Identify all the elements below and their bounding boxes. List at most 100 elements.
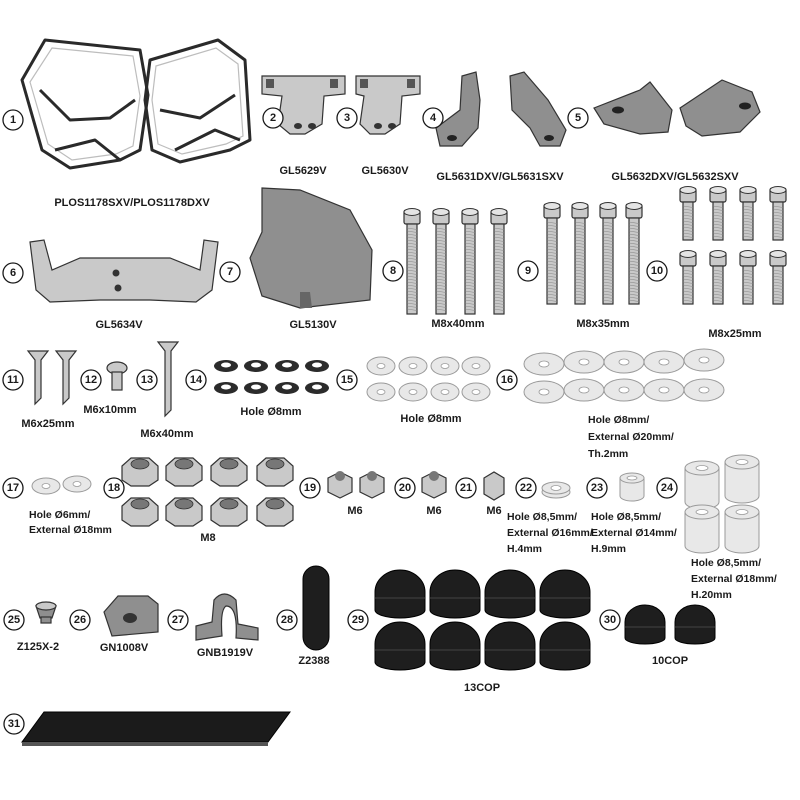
part-16-spec-line3: Th.2mm [588,448,628,460]
svg-text:3: 3 [344,112,350,124]
bolt-m8x25 [769,186,787,241]
flat-washer-group-8mm [366,356,491,402]
part-29: 29 13COP [347,569,591,694]
callout-19: 19 [299,477,321,499]
part-9-spec: M8x35mm [576,318,629,330]
svg-text:1: 1 [10,114,16,126]
part-24-spec-line2: External Ø18mm/ [691,573,777,585]
lock-washer [214,360,238,372]
nut-m8 [121,497,159,527]
callout-13: 13 [136,369,158,391]
callout-6: 6 [2,262,24,284]
flat-washer [430,356,460,376]
part-26: 26 GN1008V [69,595,159,654]
bolt-m8x40 [461,208,479,315]
part-24-spec-line1: Hole Ø8,5mm/ [691,557,761,569]
callout-31: 31 [3,713,25,735]
part-21-spec: M6 [486,505,501,517]
part-16: 16 Hole Ø8mm/ External Ø20mm/ Th.2mm [496,348,725,460]
svg-text:11: 11 [7,374,19,386]
nut-m8 [165,497,203,527]
cap-group-13 [374,569,591,671]
bolt-m8x35 [571,202,589,305]
nut-m8 [210,457,248,487]
bolt-m8x35 [599,202,617,305]
svg-text:26: 26 [74,614,86,626]
part-18: 18 M8 [103,457,294,544]
nut-m6-tall [483,471,505,501]
svg-text:21: 21 [460,482,472,494]
part-4: 4 GL5631DXV/GL5631SXV [422,71,567,183]
part-15-spec: Hole Ø8mm [400,413,461,425]
svg-text:31: 31 [8,718,20,730]
svg-text:19: 19 [304,482,316,494]
large-washer [563,378,605,402]
part-8-spec: M8x40mm [431,318,484,330]
svg-text:20: 20 [399,482,411,494]
large-washer [683,378,725,402]
part-13-spec: M6x40mm [140,428,193,440]
svg-text:29: 29 [352,614,364,626]
svg-text:4: 4 [430,112,437,124]
part-22-spec-line2: External Ø16mm/ [507,527,593,539]
part-13: 13 M6x40mm [136,341,194,440]
lock-washer [244,382,268,394]
bolt-m8x40 [490,208,508,315]
svg-text:16: 16 [501,374,513,386]
nut-m8 [210,497,248,527]
part-27-code: GNB1919V [197,647,254,659]
callout-25: 25 [3,609,25,631]
part-31: 31 [3,711,291,746]
part-10-spec: M8x25mm [708,328,761,340]
lock-washer [275,360,299,372]
large-washer [643,378,685,402]
callout-8: 8 [382,260,404,282]
svg-text:13: 13 [141,374,153,386]
callout-21: 21 [455,477,477,499]
svg-text:24: 24 [661,482,674,494]
svg-text:17: 17 [7,482,19,494]
part-10: 10 M8x25mm [646,186,787,340]
part-15: 15 Hole Ø8mm [336,356,491,425]
svg-text:10: 10 [651,265,663,277]
part-7: 7 GL5130V [219,187,373,331]
callout-30: 30 [599,609,621,631]
nut-group-m8 [121,457,294,527]
part-22: 22 Hole Ø8,5mm/ External Ø16mm/ H.4mm [507,477,593,555]
part-26-code: GN1008V [100,642,149,654]
large-washer [563,350,605,374]
cap-13 [539,569,591,619]
lock-washer [305,382,329,394]
part-23-spec-line3: H.9mm [591,543,626,555]
svg-text:12: 12 [85,374,97,386]
callout-11: 11 [2,369,24,391]
flat-washer [430,382,460,402]
tall-spacer [684,504,720,554]
svg-text:18: 18 [108,482,120,494]
part-18-spec: M8 [200,532,215,544]
part-19: 19 M6 [299,471,385,517]
callout-28: 28 [276,609,298,631]
callout-9: 9 [517,260,539,282]
part-7-code: GL5130V [289,319,337,331]
bolt-m8x25 [769,250,787,305]
bolt-m8x40 [403,208,421,315]
svg-text:5: 5 [575,112,581,124]
part-14: 14 Hole Ø8mm [185,360,329,418]
large-washer [523,380,565,404]
part-4-code: GL5631DXV/GL5631SXV [436,171,564,183]
svg-text:8: 8 [390,265,396,277]
part-6-code: GL5634V [95,319,143,331]
svg-text:15: 15 [341,374,353,386]
part-20: 20 M6 [394,471,447,517]
part-30: 30 10COP [599,604,716,667]
cap-13 [484,569,536,619]
svg-text:28: 28 [281,614,293,626]
svg-text:27: 27 [172,614,184,626]
lock-washer [214,382,238,394]
nut-m8 [256,457,294,487]
part-14-spec: Hole Ø8mm [240,406,301,418]
part-16-spec-line2: External Ø20mm/ [588,431,674,443]
svg-text:30: 30 [604,614,616,626]
large-washer [603,378,645,402]
